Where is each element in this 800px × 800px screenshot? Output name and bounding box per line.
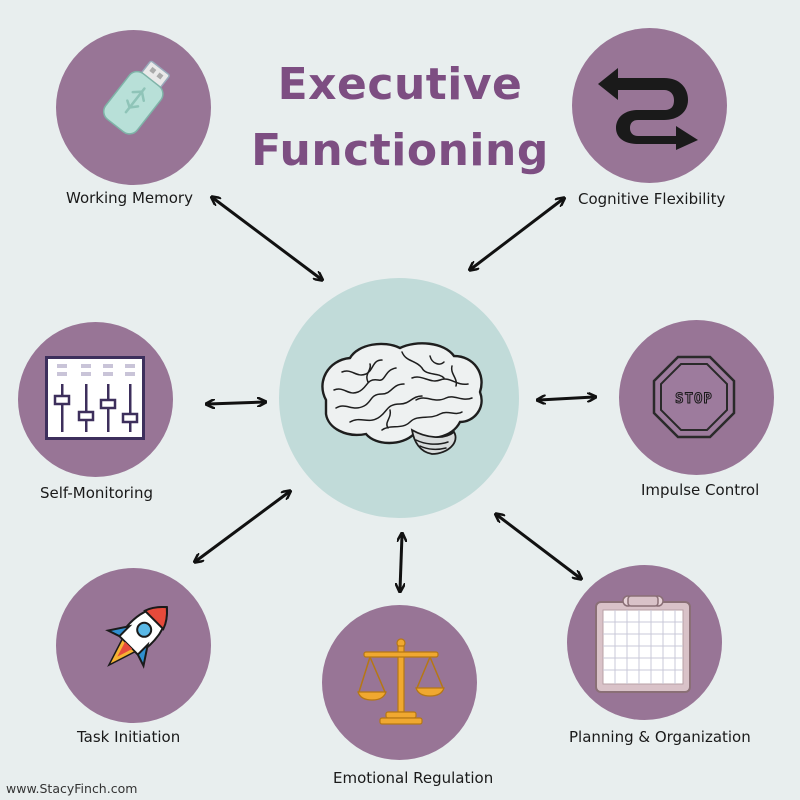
arrow-working-memory (213, 198, 321, 279)
arrow-planning-organization (497, 515, 580, 578)
label-task-initiation: Task Initiation (77, 728, 181, 746)
label-cognitive-flexibility: Cognitive Flexibility (578, 190, 726, 208)
label-working-memory: Working Memory (66, 189, 193, 207)
arrow-impulse-control (539, 397, 594, 400)
diagram-title: Executive Functioning (200, 52, 600, 184)
arrow-self-monitoring (208, 402, 264, 404)
title-line-2: Functioning (251, 125, 549, 176)
title-line-1: Executive (277, 59, 523, 110)
switch-arrows-icon (598, 68, 698, 150)
arrow-cognitive-flexibility (471, 199, 563, 269)
footer-website: www.StacyFinch.com (6, 781, 138, 796)
rocket-icon (105, 606, 168, 669)
brain-icon (321, 342, 483, 455)
balance-scale-icon (357, 638, 445, 725)
usb-drive-icon (102, 60, 170, 135)
label-self-monitoring: Self-Monitoring (40, 484, 154, 502)
label-impulse-control: Impulse Control (641, 481, 760, 499)
arrow-emotional-regulation (400, 535, 402, 590)
stop-sign-icon: STOP (652, 355, 736, 439)
mixer-sliders-icon (45, 356, 145, 440)
label-emotional-regulation: Emotional Regulation (333, 769, 494, 787)
stop-text: STOP (675, 391, 713, 407)
label-planning-organization: Planning & Organization (569, 728, 751, 746)
node-cognitive-flexibility (572, 28, 727, 183)
arrow-task-initiation (196, 492, 289, 561)
clipboard-icon (595, 595, 691, 693)
